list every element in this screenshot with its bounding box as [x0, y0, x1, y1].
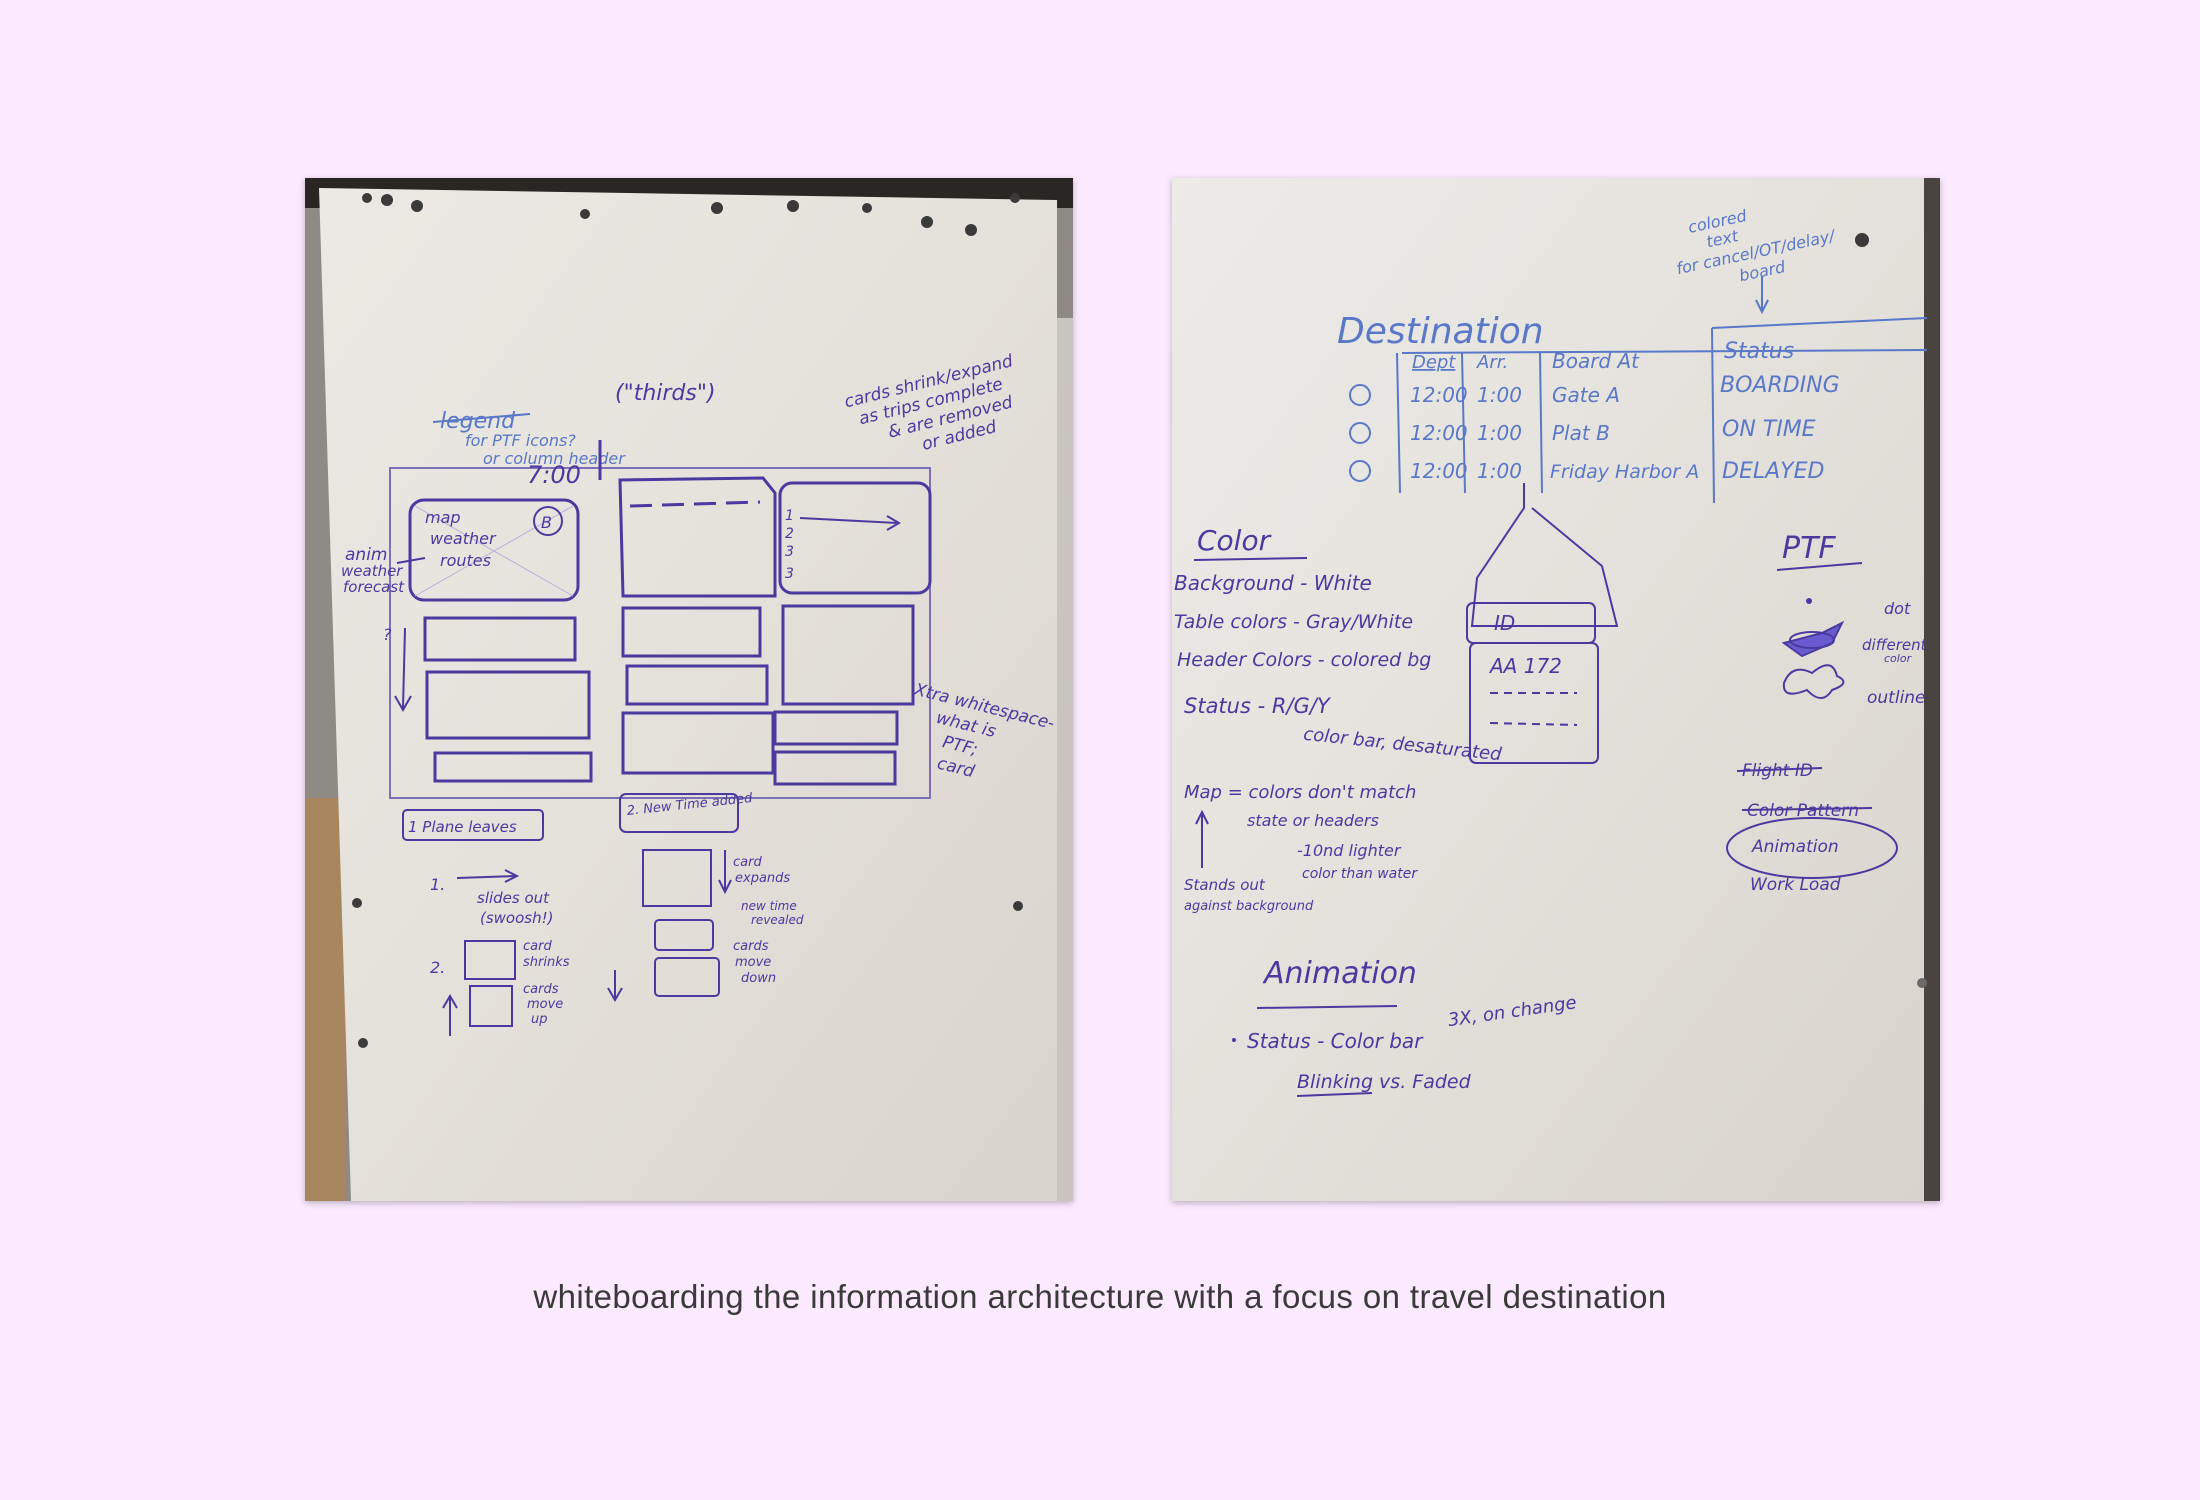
map-card-label: routes — [440, 551, 491, 570]
animation-note: Status - Color bar — [1247, 1029, 1424, 1053]
table-header: Arr. — [1476, 352, 1508, 373]
map-note: Stands out — [1184, 876, 1266, 894]
table-header: Status — [1724, 339, 1794, 364]
ptf-diff: color — [1884, 652, 1913, 665]
color-heading: Color — [1197, 524, 1272, 557]
svg-text:12:00: 12:00 — [1410, 383, 1468, 407]
ptf-diff: different — [1862, 636, 1928, 654]
ptf-dot: dot — [1884, 599, 1911, 618]
photo-caption: whiteboarding the information architectu… — [533, 1278, 1667, 1315]
map-card-label: weather — [430, 529, 497, 548]
flight-tag-sketch: ID AA 172 — [1466, 483, 1619, 764]
step2-label: 2. — [430, 958, 445, 977]
whiteboard-surface — [1172, 178, 1940, 1201]
step1-label: 1. — [430, 875, 445, 894]
anim-note: anim — [345, 545, 387, 565]
svg-text:Plat B: Plat B — [1552, 421, 1610, 445]
destination-title: Destination — [1337, 311, 1544, 352]
map-badge: B — [541, 513, 552, 532]
svg-text:BOARDING: BOARDING — [1720, 373, 1840, 398]
svg-text:1:00: 1:00 — [1477, 421, 1522, 445]
new-time-label: move — [735, 955, 771, 970]
animation-note: Blinking vs. Faded — [1297, 1071, 1472, 1093]
step2-label: card — [523, 939, 552, 954]
new-time-label: down — [741, 971, 776, 986]
left-board-notes: legend for PTF icons? or column header (… — [341, 351, 1056, 1036]
animation-heading: Animation — [1262, 956, 1417, 991]
color-line: Table colors - Gray/White — [1174, 611, 1413, 633]
map-note: color than water — [1302, 866, 1418, 882]
new-time-label: revealed — [751, 913, 804, 927]
thirds-label: ("thirds") — [615, 381, 716, 406]
anim-note: weather — [341, 562, 403, 580]
whiteboard-surface — [319, 188, 1057, 1201]
map-note: Map = colors don't match — [1184, 782, 1416, 803]
table-row: 12:00 1:00 Plat B ON TIME — [1410, 417, 1816, 445]
color-line: Header Colors - colored bg — [1177, 649, 1431, 671]
step2-label: cards — [523, 982, 559, 997]
color-notes: Color Background - White Table colors - … — [1174, 524, 1928, 1097]
table-row: 12:00 1:00 Gate A BOARDING — [1410, 373, 1840, 407]
svg-text:1:00: 1:00 — [1477, 383, 1522, 407]
table-header: Dept — [1412, 352, 1456, 373]
svg-text:1: 1 — [785, 508, 794, 524]
step2-label: move — [527, 997, 563, 1012]
svg-text:3: 3 — [785, 566, 794, 582]
destination-table: Destination Dept Arr. Board At Status 12… — [1337, 311, 1928, 504]
map-note: -10nd lighter — [1297, 841, 1402, 860]
svg-text:Work Load: Work Load — [1750, 875, 1841, 895]
svg-text:Flight ID: Flight ID — [1742, 761, 1813, 781]
new-time-label: cards — [733, 939, 769, 954]
ptf-list: Flight ID Color Pattern Animation Work L… — [1726, 761, 1898, 895]
legend-note: or column header — [483, 449, 626, 468]
whiteboard-photo-right: colored text for cancel/OT/delay/ board … — [1172, 178, 1940, 1201]
new-time-label: new time — [741, 899, 797, 913]
numbered-list: 1 2 3 3 — [785, 508, 794, 582]
legend-label: legend — [440, 409, 516, 434]
step2-label: up — [531, 1012, 548, 1027]
color-line: Background - White — [1174, 571, 1372, 595]
step1-label: (swoosh!) — [480, 909, 553, 927]
svg-text:Animation: Animation — [1751, 837, 1839, 857]
plane-outline-icon — [1782, 664, 1845, 699]
svg-text:1:00: 1:00 — [1477, 459, 1522, 483]
ptf-outline: outline — [1867, 688, 1926, 708]
ptf-heading: PTF — [1782, 531, 1836, 566]
plane-icon — [1781, 620, 1845, 658]
tag-id: ID — [1494, 611, 1515, 635]
svg-text:12:00: 12:00 — [1410, 459, 1468, 483]
new-time-label: expands — [735, 871, 790, 886]
map-card-label: map — [425, 508, 461, 527]
svg-text:2: 2 — [785, 526, 794, 542]
svg-text:Friday Harbor A: Friday Harbor A — [1550, 461, 1699, 483]
legend-note: for PTF icons? — [465, 431, 576, 450]
svg-text:DELAYED: DELAYED — [1722, 459, 1824, 484]
step2-label: shrinks — [523, 955, 570, 970]
svg-text:Gate A: Gate A — [1552, 383, 1620, 407]
table-row: 12:00 1:00 Friday Harbor A DELAYED — [1410, 459, 1824, 484]
color-line: Status - R/G/Y — [1184, 694, 1332, 718]
step1-title: 1 Plane leaves — [408, 818, 517, 836]
whiteboard-photo-left: legend for PTF icons? or column header (… — [305, 178, 1073, 1201]
map-note: state or headers — [1247, 811, 1379, 830]
map-note: against background — [1184, 899, 1314, 914]
svg-text:3: 3 — [785, 544, 794, 560]
tag-flight: AA 172 — [1488, 654, 1562, 678]
step1-label: slides out — [477, 889, 550, 907]
time-label: 7:00 — [527, 461, 581, 489]
new-time-label: card — [733, 855, 762, 870]
table-header: Board At — [1552, 349, 1640, 373]
svg-text:ON TIME: ON TIME — [1722, 417, 1816, 442]
svg-text:?: ? — [383, 625, 392, 644]
anim-note: forecast — [343, 578, 405, 596]
svg-text:Color Pattern: Color Pattern — [1747, 801, 1859, 821]
svg-text:12:00: 12:00 — [1410, 421, 1468, 445]
